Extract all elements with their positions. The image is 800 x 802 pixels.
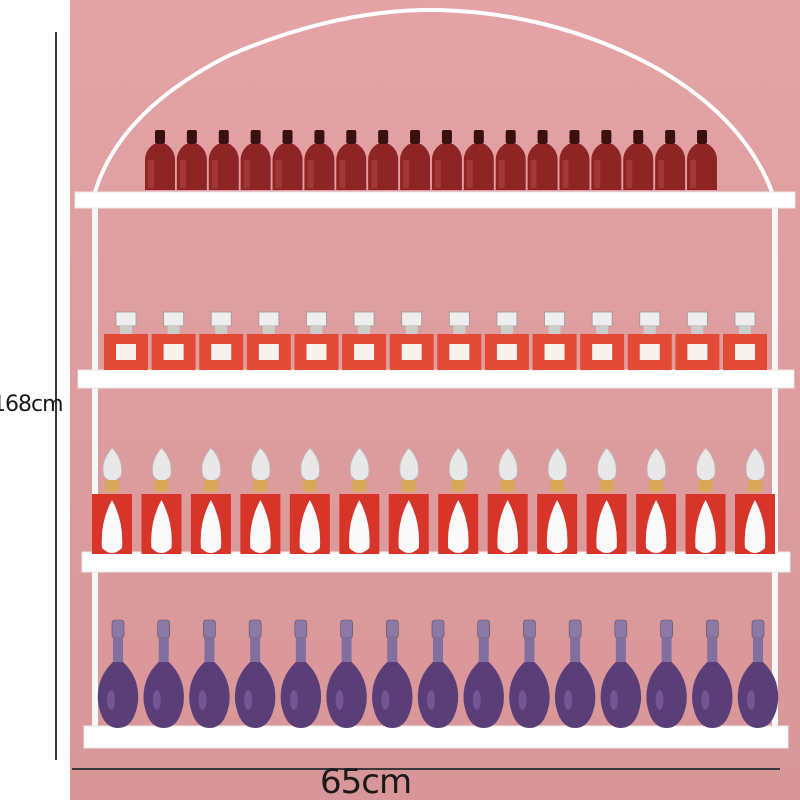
red-square-perfume bbox=[723, 311, 767, 370]
purple-round-bottle bbox=[737, 619, 779, 728]
purple-round-bottle bbox=[463, 619, 504, 728]
dark-red-bottle bbox=[591, 130, 622, 190]
red-white-flame-bottle bbox=[388, 447, 429, 554]
red-white-flame-bottle bbox=[141, 447, 182, 554]
red-square-perfume bbox=[627, 311, 672, 370]
red-white-flame-bottle bbox=[586, 447, 627, 554]
purple-round-bottle bbox=[372, 619, 413, 728]
red-white-flame-bottle bbox=[636, 447, 677, 554]
red-square-perfume bbox=[342, 311, 387, 370]
purple-round-bottle bbox=[97, 619, 139, 728]
purple-round-bottle bbox=[554, 619, 596, 728]
dark-red-bottle bbox=[655, 130, 686, 190]
dark-red-bottle bbox=[336, 130, 367, 190]
red-square-perfume bbox=[104, 311, 148, 370]
red-square-perfume bbox=[675, 311, 720, 370]
dark-red-bottle bbox=[495, 130, 526, 190]
purple-round-bottle bbox=[417, 619, 459, 728]
red-white-flame-bottle bbox=[487, 447, 528, 554]
width-label: 65cm bbox=[320, 762, 412, 802]
red-square-perfume bbox=[484, 311, 529, 370]
red-white-flame-bottle bbox=[190, 447, 231, 554]
dark-red-bottle bbox=[272, 130, 303, 190]
rack-left-post bbox=[92, 195, 98, 735]
shelf-board-3 bbox=[81, 551, 791, 573]
red-white-flame-bottle bbox=[537, 447, 578, 554]
dark-red-bottle bbox=[623, 130, 654, 190]
purple-round-bottle bbox=[646, 619, 687, 728]
height-label: 168cm bbox=[0, 392, 64, 417]
dark-red-bottle bbox=[400, 130, 431, 190]
shelf-board-1 bbox=[74, 191, 796, 209]
red-white-flame-bottle bbox=[240, 447, 281, 554]
dark-red-bottle bbox=[368, 130, 399, 190]
red-white-flame-bottle bbox=[438, 447, 479, 554]
purple-round-bottle bbox=[189, 619, 230, 728]
purple-round-bottle bbox=[692, 619, 733, 728]
purple-round-bottle bbox=[509, 619, 550, 728]
red-white-flame-bottle bbox=[685, 447, 726, 554]
purple-round-bottle bbox=[280, 619, 322, 728]
red-square-perfume bbox=[580, 311, 625, 370]
dark-red-bottle bbox=[176, 130, 207, 190]
red-white-flame-bottle bbox=[289, 447, 330, 554]
dark-red-bottle bbox=[240, 130, 271, 190]
dark-red-bottle bbox=[687, 130, 717, 190]
red-square-perfume bbox=[437, 311, 482, 370]
purple-round-bottle bbox=[600, 619, 642, 728]
height-dimension-line bbox=[55, 32, 57, 760]
red-square-perfume bbox=[532, 311, 577, 370]
dark-red-bottle bbox=[145, 130, 175, 190]
dark-red-bottle bbox=[208, 130, 239, 190]
purple-round-bottle bbox=[234, 619, 276, 728]
red-square-perfume bbox=[199, 311, 244, 370]
rack-arch bbox=[93, 7, 774, 193]
purple-round-bottle bbox=[326, 619, 367, 728]
dark-red-bottle bbox=[527, 130, 558, 190]
dark-red-bottle bbox=[304, 130, 335, 190]
red-white-flame-bottle bbox=[92, 447, 132, 554]
red-white-flame-bottle bbox=[339, 447, 380, 554]
dark-red-bottle bbox=[463, 130, 494, 190]
dark-red-bottle bbox=[431, 130, 462, 190]
red-square-perfume bbox=[389, 311, 434, 370]
shelf-board-2 bbox=[77, 369, 795, 389]
red-square-perfume bbox=[294, 311, 339, 370]
purple-round-bottle bbox=[143, 619, 184, 728]
red-white-flame-bottle bbox=[735, 447, 775, 554]
red-square-perfume bbox=[151, 311, 196, 370]
shelf-board-4 bbox=[83, 725, 789, 749]
dark-red-bottle bbox=[559, 130, 590, 190]
width-dimension-line bbox=[72, 768, 780, 770]
red-square-perfume bbox=[246, 311, 291, 370]
rack-right-post bbox=[772, 195, 778, 735]
